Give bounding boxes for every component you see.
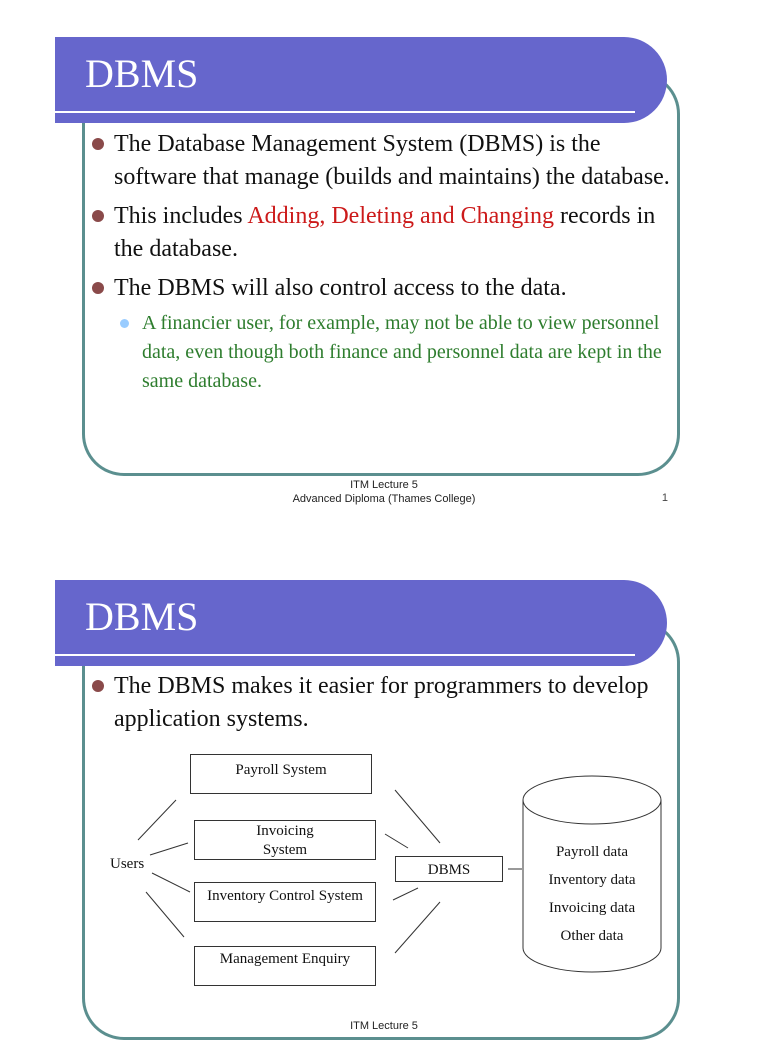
dbms-label: DBMS (427, 862, 471, 878)
system-box-invoicing: Invoicing System (194, 820, 376, 860)
dbms-diagram: Users Payroll System Invoicing System In… (90, 740, 680, 1000)
slide-2: DBMS The DBMS makes it easier for progra… (0, 540, 768, 1040)
slide-frame (82, 72, 680, 476)
diagram-connectors (137, 775, 662, 973)
cylinder-top-edge (522, 799, 662, 825)
system-box-payroll: Payroll System (190, 754, 372, 794)
users-label: Users (110, 856, 145, 872)
bullet-dot-icon (92, 210, 104, 222)
slide-title: DBMS (85, 51, 199, 96)
sub-bullet-item: A financier user, for example, may not b… (90, 309, 670, 396)
bullet-text-suffix: records in the database. (114, 203, 656, 262)
slide-footer: ITM Lecture 5 Advanced Diploma (Thames C… (0, 478, 768, 506)
system-box-inventory: Inventory Control System (194, 882, 376, 922)
dbms-box: DBMS (395, 856, 503, 882)
bullet-list: The DBMS makes it easier for programmers… (90, 670, 670, 742)
connector-line (394, 901, 441, 954)
title-bar: DBMS (55, 37, 667, 123)
connector-line (394, 789, 441, 844)
bullet-dot-icon (92, 138, 104, 150)
system-box-management: Management Enquiry (194, 946, 376, 986)
title-bar: DBMS (55, 580, 667, 666)
connector-line (149, 842, 189, 856)
footer-institution: Advanced Diploma (Thames College) (292, 493, 476, 505)
system-label: Management Enquiry (219, 951, 351, 967)
title-underline (55, 654, 635, 656)
data-item: Payroll data (555, 844, 629, 860)
bullet-item: The DBMS will also control access to the… (90, 272, 670, 305)
bullet-item: The DBMS makes it easier for programmers… (90, 670, 670, 736)
bullet-item: The Database Management System (DBMS) is… (90, 128, 670, 194)
slide-1: DBMS The Database Management System (DBM… (0, 0, 768, 512)
slide-title: DBMS (85, 594, 199, 639)
bullet-highlight: Adding, Deleting and Changing (247, 203, 554, 229)
connector-line (384, 833, 409, 849)
bullet-text: The DBMS makes it easier for programmers… (114, 673, 649, 732)
sub-bullet-dot-icon (120, 319, 129, 328)
connector-line (145, 891, 185, 938)
bullet-dot-icon (92, 282, 104, 294)
title-underline (55, 111, 635, 113)
bullet-text-prefix: This includes (114, 203, 248, 229)
footer-course: ITM Lecture 5 (350, 479, 418, 491)
bullet-text: The Database Management System (DBMS) is… (114, 131, 670, 190)
footer-course: ITM Lecture 5 (350, 1020, 418, 1032)
system-label: Payroll System (235, 762, 327, 778)
data-item: Invoicing data (548, 900, 636, 916)
system-label: Inventory Control System (207, 888, 363, 904)
sub-bullet-text: A financier user, for example, may not b… (142, 312, 662, 392)
database-cylinder-icon (522, 775, 662, 973)
data-item: Inventory data (548, 872, 636, 888)
connector-line (392, 887, 419, 901)
bullet-list: The Database Management System (DBMS) is… (90, 128, 670, 396)
system-label: Invoicing System (256, 823, 314, 858)
page-number: 1 (661, 492, 668, 504)
bullet-text: The DBMS will also control access to the… (114, 275, 567, 301)
data-item: Other data (560, 928, 624, 944)
connector-line (137, 799, 177, 841)
bullet-item: This includes Adding, Deleting and Chang… (90, 200, 670, 266)
connector-line (151, 872, 191, 893)
slide-footer: ITM Lecture 5 (0, 1020, 768, 1032)
bullet-dot-icon (92, 680, 104, 692)
